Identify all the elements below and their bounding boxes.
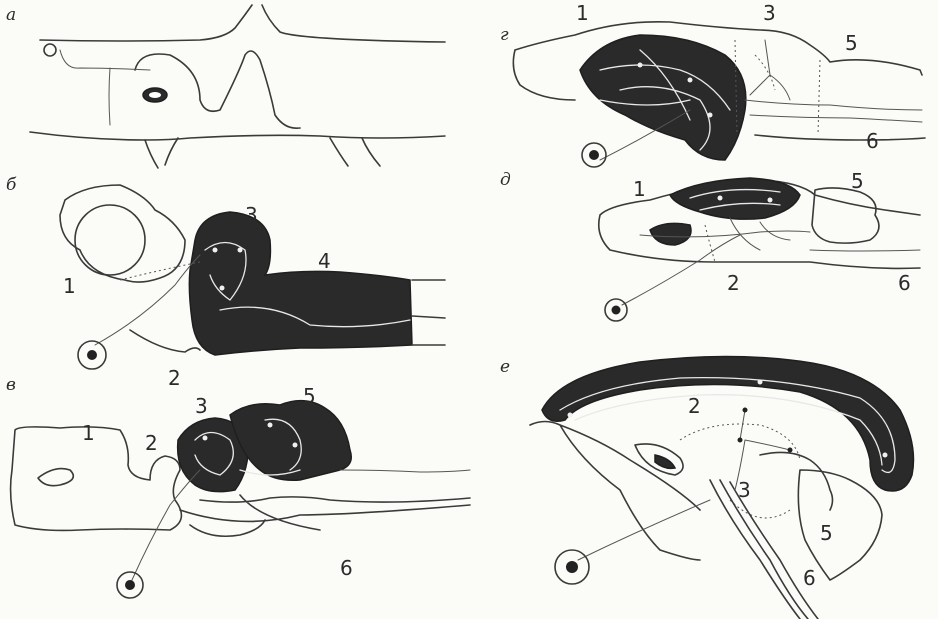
panel-b-letter: б [6,175,17,195]
panel-d-neuron-dot [768,198,773,203]
panel-a-bottom-outline [30,132,445,140]
panel-v-neuron-dot [268,423,273,428]
panel-e-neuron-dot [568,413,573,418]
panel-g-dotted-boundaries [735,40,820,135]
panel-b: б 1 2 3 4 [6,175,445,390]
panel-a-lower-branch-left [145,138,178,168]
panel-v-letter: в [6,375,16,395]
panel-d-label-2: 2 [727,271,740,295]
panel-a: а [6,5,445,168]
panel-b-forebrain-outline [60,185,185,282]
panel-d: д 1 5 2 6 [500,169,920,321]
panel-g-neuron-dot [638,63,643,68]
panel-g: г 1 3 5 6 [500,1,925,167]
panel-v-label-3: 3 [195,394,208,418]
panel-e-neuron-dot [758,380,763,385]
panel-g-tracts [745,40,922,122]
panel-b-eye-pupil [87,350,97,360]
panel-v: в 1 2 3 5 6 [6,375,470,598]
panel-a-lower-branch-right [330,138,380,166]
panel-g-neuron-dot [708,113,713,118]
panel-e-eye-pupil [566,561,578,573]
panel-e-label-3: 3 [738,478,751,502]
panel-v-hindbrain-outline [180,495,470,530]
panel-v-label-2: 2 [145,431,158,455]
panel-b-optic-nerve [95,255,200,345]
panel-d-optic-nerve [622,235,740,305]
panel-d-striatum-dark [650,223,691,245]
panel-b-label-4: 4 [318,249,331,273]
panel-e-small-dark [655,455,675,468]
panel-e-letter: е [500,357,510,377]
panel-a-top-outline [40,5,445,42]
panel-v-cerebellum-dark [230,401,351,481]
panel-v-neuron-dot [293,443,298,448]
panel-b-label-2: 2 [168,366,181,390]
panel-e-cerebellum-outline [798,470,882,580]
panel-a-eye-icon [44,44,56,56]
panel-e-label-5: 5 [820,521,833,545]
panel-b-olfactory-bulb [75,205,145,275]
panel-g-eye-pupil [589,150,599,160]
panel-e: е 2 3 5 6 [500,356,914,619]
panel-a-nerve-fibers [60,50,150,125]
panel-e-midbrain-outline [760,452,833,510]
panel-d-dotted-boundary [705,225,715,262]
panel-v-inner-structure [38,469,73,486]
panel-d-label-5: 5 [851,169,864,193]
panel-e-neuron-dot [738,438,743,443]
panel-v-neuron-dot [203,436,208,441]
panel-b-neuron-dot [238,248,243,253]
panel-b-neuron-dot [220,286,225,291]
panel-b-lower-outline [130,330,200,352]
panel-v-label-5: 5 [303,384,316,408]
panel-e-neuron-dot [883,453,888,458]
panel-d-label-1: 1 [633,177,646,201]
panel-g-neuron-dot [688,78,693,83]
panel-b-label-3: 3 [245,203,258,227]
panel-a-letter: а [6,5,16,25]
panel-g-letter: г [500,25,509,45]
panel-d-cortex-dark [670,178,800,219]
panel-b-midbrain-dark [189,212,412,355]
panel-v-lower-lobe [190,520,265,536]
panel-v-eye-pupil [125,580,135,590]
panel-v-label-1: 1 [82,421,95,445]
panel-e-label-2: 2 [688,394,701,418]
panel-d-eye-pupil [612,306,621,315]
panel-e-brainstem [710,480,818,619]
panel-g-label-5: 5 [845,31,858,55]
panel-g-label-6: 6 [866,129,879,153]
panel-b-neuron-dot [213,248,218,253]
panel-e-neuron-dot [743,408,748,413]
panel-d-letter: д [500,170,511,190]
panel-v-label-6: 6 [340,556,353,580]
panel-e-inner-outline [530,422,700,561]
panel-g-label-3: 3 [763,1,776,25]
panel-d-label-6: 6 [898,271,911,295]
panel-e-label-6: 6 [803,566,816,590]
panel-b-label-1: 1 [63,274,76,298]
panel-e-neuron-dot [788,448,793,453]
panel-b-spinal-tail [412,280,445,345]
panel-d-neuron-dot [718,196,723,201]
panel-v-spinal-lines [340,470,470,472]
panel-a-nucleus-core [149,92,161,98]
panel-g-label-1: 1 [576,1,589,25]
